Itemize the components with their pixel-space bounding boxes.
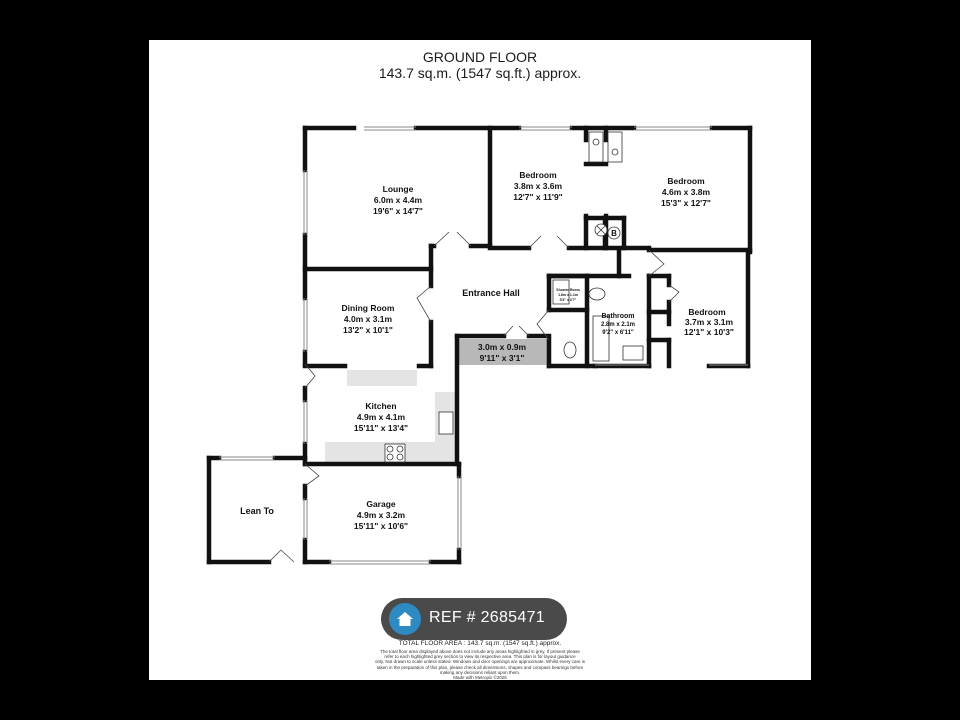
disclaimer-line: taken in the preparation of this plan, p… xyxy=(376,664,584,670)
svg-text:19'6" x 14'7": 19'6" x 14'7" xyxy=(373,206,423,216)
svg-text:Lounge: Lounge xyxy=(383,184,414,194)
svg-text:2.8m x 2.1m: 2.8m x 2.1m xyxy=(601,322,635,328)
svg-text:15'3" x 12'7": 15'3" x 12'7" xyxy=(661,198,711,208)
disclaimer-line: Made with Metropix ©2025 xyxy=(453,675,507,681)
svg-text:4.9m x 4.1m: 4.9m x 4.1m xyxy=(357,412,406,422)
floorplan-sheet: GROUND FLOOR 143.7 sq.m. (1547 sq.ft.) a… xyxy=(149,40,811,680)
walls xyxy=(206,125,753,565)
floor-area: 143.7 sq.m. (1547 sq.ft.) approx. xyxy=(378,65,582,81)
disclaimer-line: making any decisions reliant upon them. xyxy=(439,669,521,675)
room-lounge: Lounge 6.0m x 4.4m 19'6" x 14'7" xyxy=(373,184,423,216)
svg-text:3.7m x 3.1m: 3.7m x 3.1m xyxy=(685,317,734,327)
disclaimer-line: The total floor area displayed above doe… xyxy=(380,649,580,654)
svg-text:Bathroom: Bathroom xyxy=(601,313,634,320)
room-lean-to: Lean To xyxy=(240,506,274,516)
room-bedroom-2: Bedroom 4.6m x 3.8m 15'3" x 12'7" xyxy=(661,176,711,208)
door-swings xyxy=(268,231,680,563)
svg-text:5'3" x 3'7": 5'3" x 3'7" xyxy=(560,298,577,302)
svg-text:Shower Room: Shower Room xyxy=(556,288,580,292)
svg-text:13'2" x 10'1": 13'2" x 10'1" xyxy=(343,325,393,335)
room-shower: Shower Room 1.6m x 1.1m 5'3" x 3'7" xyxy=(556,288,580,302)
svg-text:12'7" x 11'9": 12'7" x 11'9" xyxy=(513,192,562,202)
floor-title: GROUND FLOOR xyxy=(422,49,538,65)
disclaimer-line: refer to each highlighted grey section t… xyxy=(384,654,576,660)
svg-text:Bedroom: Bedroom xyxy=(667,176,705,186)
reference-number: REF # 2685471 xyxy=(429,609,545,626)
svg-text:3.8m x 3.6m: 3.8m x 3.6m xyxy=(514,181,563,191)
svg-text:4.9m x 3.2m: 4.9m x 3.2m xyxy=(357,510,406,520)
svg-text:Bedroom: Bedroom xyxy=(688,307,726,317)
svg-text:9'11" x 3'1": 9'11" x 3'1" xyxy=(480,353,525,363)
svg-text:15'11" x 10'6": 15'11" x 10'6" xyxy=(354,521,408,531)
svg-text:Bedroom: Bedroom xyxy=(519,170,557,180)
store-highlight xyxy=(459,339,549,365)
room-store: 3.0m x 0.9m 9'11" x 3'1" xyxy=(478,342,527,363)
total-floor-area: TOTAL FLOOR AREA : 143.7 sq.m. (1547 sq.… xyxy=(398,640,562,647)
reference-badge: REF # 2685471 xyxy=(381,598,567,640)
fixtures xyxy=(384,131,644,463)
svg-text:12'1" x 10'3": 12'1" x 10'3" xyxy=(684,327,734,337)
svg-text:3.0m x 0.9m: 3.0m x 0.9m xyxy=(478,342,527,352)
room-bathroom: Bathroom 2.8m x 2.1m 9'2" x 6'11" xyxy=(601,313,635,336)
home-icon xyxy=(389,603,421,635)
svg-text:Kitchen: Kitchen xyxy=(365,401,396,411)
svg-text:Dining Room: Dining Room xyxy=(342,303,395,313)
svg-text:4.6m x 3.8m: 4.6m x 3.8m xyxy=(662,187,711,197)
room-entrance-hall: Entrance Hall xyxy=(462,288,520,298)
room-kitchen: Kitchen 4.9m x 4.1m 15'11" x 13'4" xyxy=(354,401,408,433)
room-bedroom-3: Bedroom 3.7m x 3.1m 12'1" x 10'3" xyxy=(684,307,734,337)
disclaimer-line: only. Not drawn to scale unless stated. … xyxy=(374,659,586,665)
windows xyxy=(219,126,748,565)
boiler-cupboard: B xyxy=(607,226,621,240)
room-garage: Garage 4.9m x 3.2m 15'11" x 10'6" xyxy=(354,499,408,531)
svg-text:4.0m x 3.1m: 4.0m x 3.1m xyxy=(344,314,393,324)
floor-plan: Lounge 6.0m x 4.4m 19'6" x 14'7" Bedroom… xyxy=(206,125,753,565)
svg-text:1.6m x 1.1m: 1.6m x 1.1m xyxy=(558,293,578,297)
svg-text:B: B xyxy=(611,229,617,238)
svg-text:9'2" x 6'11": 9'2" x 6'11" xyxy=(602,330,634,336)
disclaimer: The total floor area displayed above doe… xyxy=(369,649,591,680)
svg-text:6.0m x 4.4m: 6.0m x 4.4m xyxy=(374,195,423,205)
room-dining: Dining Room 4.0m x 3.1m 13'2" x 10'1" xyxy=(342,303,395,335)
svg-text:Garage: Garage xyxy=(366,499,396,509)
svg-text:15'11" x 13'4": 15'11" x 13'4" xyxy=(354,423,408,433)
room-bedroom-1: Bedroom 3.8m x 3.6m 12'7" x 11'9" xyxy=(513,170,562,202)
